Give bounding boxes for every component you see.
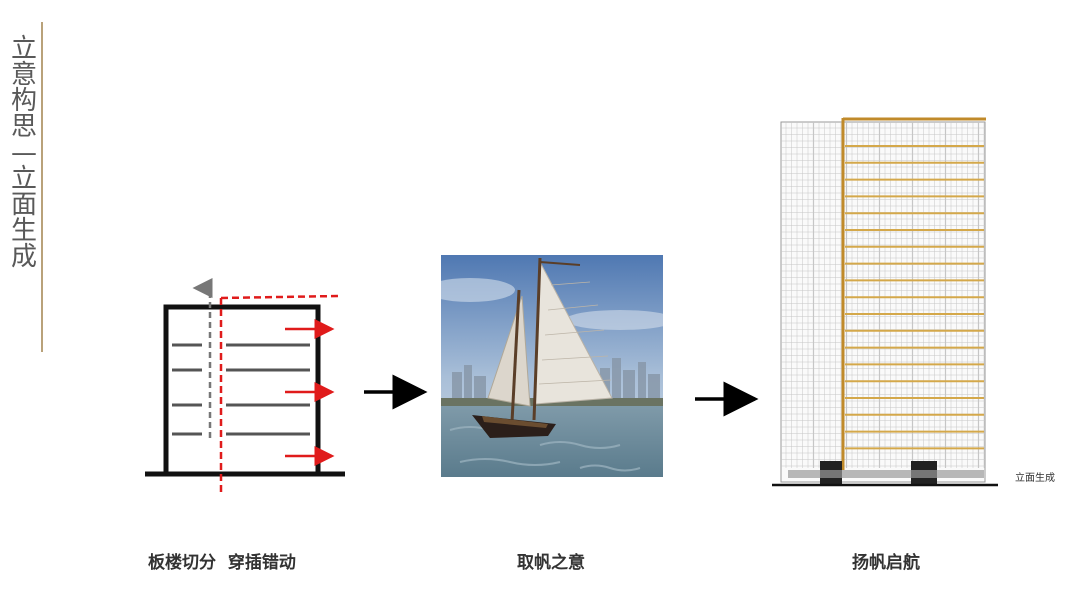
floor-lines xyxy=(172,343,310,436)
caption-step-1: 板楼切分 穿插错动 xyxy=(148,553,296,573)
shift-arrows xyxy=(285,319,335,466)
sidebar-divider xyxy=(41,22,43,352)
title-char: 立 xyxy=(10,164,37,194)
sailboat-photo xyxy=(441,255,663,477)
title-char: 立 xyxy=(10,34,37,64)
title-char: 意 xyxy=(10,60,37,90)
title-char: — xyxy=(11,138,37,168)
shift-line xyxy=(220,294,339,300)
sail-fins xyxy=(845,145,984,450)
title-char: 面 xyxy=(10,190,37,220)
section-title: 立 意 构 思 — 立 面 生 成 xyxy=(10,36,38,270)
title-char: 成 xyxy=(10,242,37,272)
title-char: 思 xyxy=(10,112,37,142)
elevation-label: 立面生成 xyxy=(1015,473,1055,484)
title-char: 生 xyxy=(10,216,37,246)
building-outline xyxy=(163,304,321,477)
title-char: 构 xyxy=(10,86,37,116)
tower-elevation-drawing xyxy=(772,117,998,487)
caption-step-2: 取帆之意 xyxy=(517,553,585,573)
caption-step-3: 扬帆启航 xyxy=(852,553,920,573)
building-split-diagram xyxy=(145,278,345,492)
